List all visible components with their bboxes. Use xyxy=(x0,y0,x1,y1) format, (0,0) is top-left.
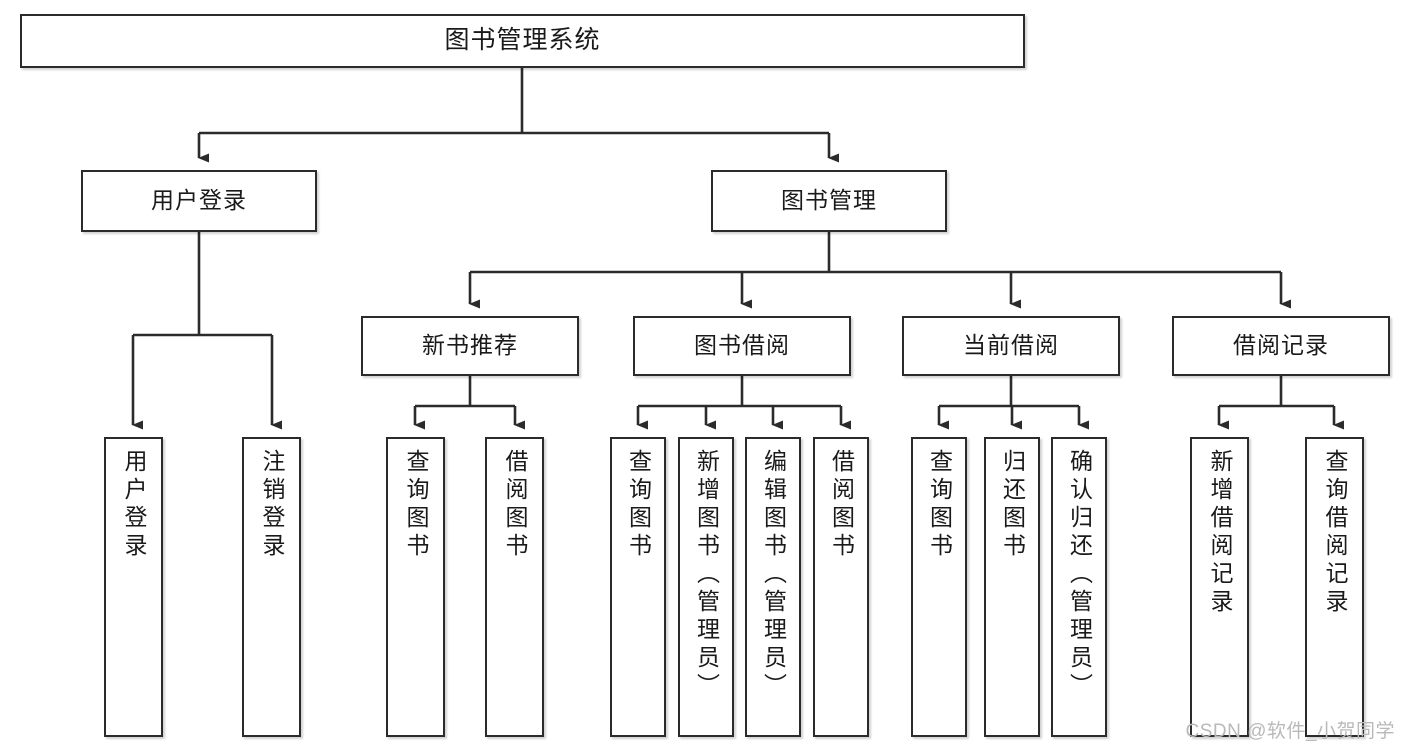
node-leaf-borrow-book-2-label: 借阅图书 xyxy=(828,449,855,561)
node-leaf-confirm-return[interactable]: 确认归还（管理员） xyxy=(1051,437,1107,737)
node-borrow-record[interactable]: 借阅记录 xyxy=(1172,316,1390,376)
node-leaf-user-logout-label: 注销登录 xyxy=(259,449,285,561)
edge-group-current-borrow xyxy=(937,376,1089,430)
node-leaf-query-record[interactable]: 查询借阅记录 xyxy=(1305,437,1364,737)
node-root[interactable]: 图书管理系统 xyxy=(20,14,1025,68)
node-leaf-query-book-3[interactable]: 查询图书 xyxy=(911,437,967,737)
node-user-login[interactable]: 用户登录 xyxy=(81,170,317,232)
node-book-borrow-label: 图书借阅 xyxy=(694,332,790,359)
node-root-label: 图书管理系统 xyxy=(444,26,601,55)
node-leaf-user-logout[interactable]: 注销登录 xyxy=(242,437,301,737)
node-leaf-add-record-label: 新增借阅记录 xyxy=(1207,449,1233,617)
edge-group-new-book-recommend xyxy=(413,376,525,430)
node-user-login-label: 用户登录 xyxy=(151,187,247,214)
node-leaf-return-book-label: 归还图书 xyxy=(999,449,1026,561)
node-book-manage-label: 图书管理 xyxy=(781,187,877,214)
node-leaf-borrow-book-2[interactable]: 借阅图书 xyxy=(813,437,869,737)
edge-group-borrow-record xyxy=(1217,376,1344,430)
node-leaf-user-login[interactable]: 用户登录 xyxy=(104,437,163,737)
node-leaf-edit-book-admin[interactable]: 编辑图书（管理员） xyxy=(745,437,801,737)
node-leaf-query-book-1[interactable]: 查询图书 xyxy=(386,437,445,737)
node-current-borrow-label: 当前借阅 xyxy=(963,332,1059,359)
node-leaf-return-book[interactable]: 归还图书 xyxy=(984,437,1040,737)
node-leaf-add-record[interactable]: 新增借阅记录 xyxy=(1190,437,1249,737)
node-leaf-query-book-2-label: 查询图书 xyxy=(625,449,652,561)
node-leaf-borrow-book-1[interactable]: 借阅图书 xyxy=(485,437,544,737)
edge-group-user-login xyxy=(131,232,282,430)
node-new-book-recommend-label: 新书推荐 xyxy=(422,332,518,359)
node-book-borrow[interactable]: 图书借阅 xyxy=(633,316,851,376)
node-leaf-query-record-label: 查询借阅记录 xyxy=(1322,449,1348,617)
node-leaf-query-book-1-label: 查询图书 xyxy=(403,449,429,561)
node-leaf-query-book-2[interactable]: 查询图书 xyxy=(610,437,666,737)
node-leaf-edit-book-admin-label: 编辑图书（管理员） xyxy=(760,449,787,701)
node-leaf-add-book-admin-label: 新增图书（管理员） xyxy=(693,449,720,701)
node-new-book-recommend[interactable]: 新书推荐 xyxy=(361,316,579,376)
edge-group-book-manage xyxy=(468,232,1291,309)
node-leaf-user-login-label: 用户登录 xyxy=(121,449,147,561)
node-book-manage[interactable]: 图书管理 xyxy=(711,170,947,232)
node-leaf-confirm-return-label: 确认归还（管理员） xyxy=(1066,449,1093,701)
node-current-borrow[interactable]: 当前借阅 xyxy=(902,316,1120,376)
edge-group-book-borrow xyxy=(636,376,851,430)
node-leaf-add-book-admin[interactable]: 新增图书（管理员） xyxy=(678,437,734,737)
node-borrow-record-label: 借阅记录 xyxy=(1233,332,1329,359)
node-leaf-borrow-book-1-label: 借阅图书 xyxy=(502,449,528,561)
csdn-watermark: CSDN @软件_小贺同学 xyxy=(1185,721,1395,742)
edge-group-root xyxy=(197,68,839,163)
node-leaf-query-book-3-label: 查询图书 xyxy=(926,449,953,561)
